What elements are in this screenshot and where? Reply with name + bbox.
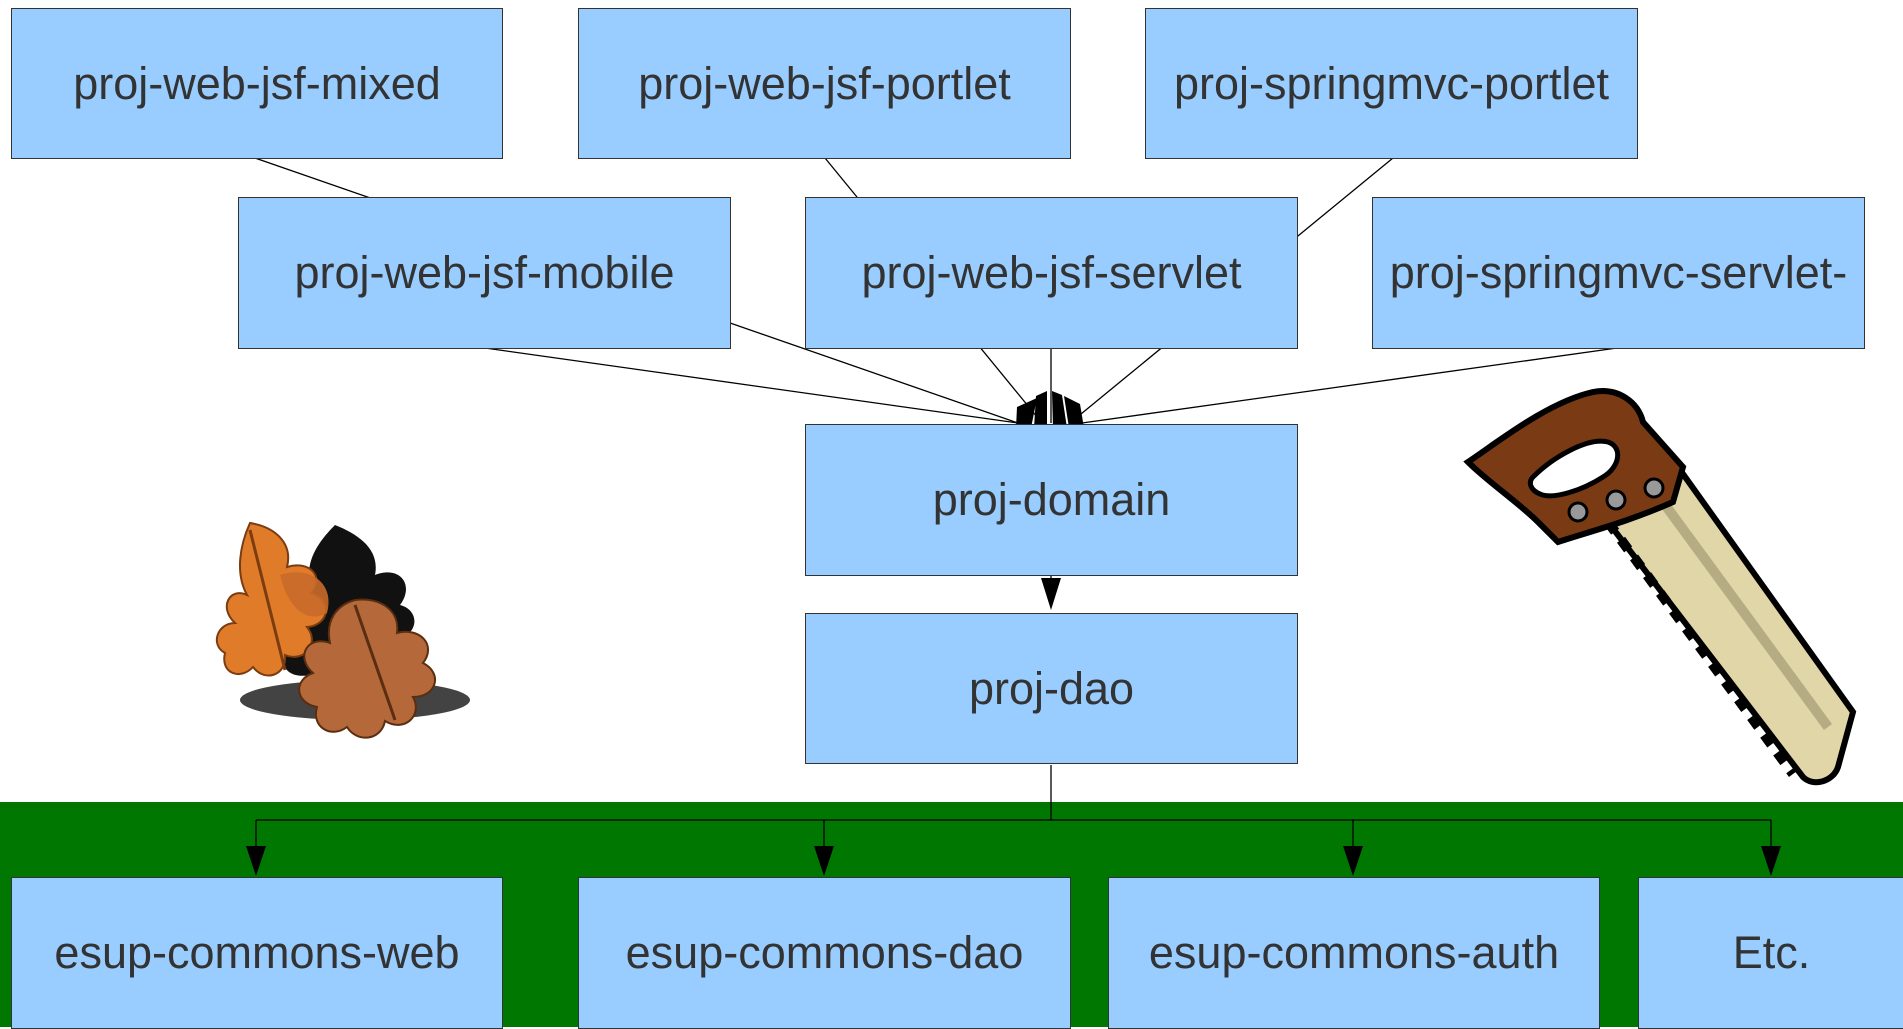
hand-saw-icon: [1463, 388, 1857, 786]
node-esup-commons-dao: esup-commons-dao: [578, 877, 1071, 1029]
node-esup-commons-auth: esup-commons-auth: [1108, 877, 1600, 1029]
node-proj-springmvc-servlet: proj-springmvc-servlet-: [1372, 197, 1865, 349]
arrowhead: [1343, 846, 1363, 876]
node-proj-dao: proj-dao: [805, 613, 1298, 764]
node-proj-springmvc-portlet: proj-springmvc-portlet: [1145, 8, 1638, 159]
oak-leaves-icon: [215, 521, 470, 739]
node-proj-web-jsf-mobile: proj-web-jsf-mobile: [238, 197, 731, 349]
arrowhead: [814, 846, 834, 876]
node-proj-web-jsf-servlet: proj-web-jsf-servlet: [805, 197, 1298, 349]
arrowhead: [1052, 391, 1067, 428]
arrowhead: [246, 846, 266, 876]
edge-mobile-to-domain: [484, 347, 1019, 424]
node-proj-domain: proj-domain: [805, 424, 1298, 576]
edge-springservlet-to-domain: [1081, 347, 1618, 424]
arrowhead: [1041, 578, 1061, 610]
arrowhead: [1761, 846, 1781, 876]
node-etc: Etc.: [1638, 877, 1903, 1029]
arrowhead: [1016, 398, 1037, 428]
node-proj-web-jsf-mixed: proj-web-jsf-mixed: [11, 8, 503, 159]
arrowhead: [1064, 396, 1084, 428]
node-proj-web-jsf-portlet: proj-web-jsf-portlet: [578, 8, 1071, 159]
node-esup-commons-web: esup-commons-web: [11, 877, 503, 1029]
arrowhead: [1034, 391, 1047, 428]
